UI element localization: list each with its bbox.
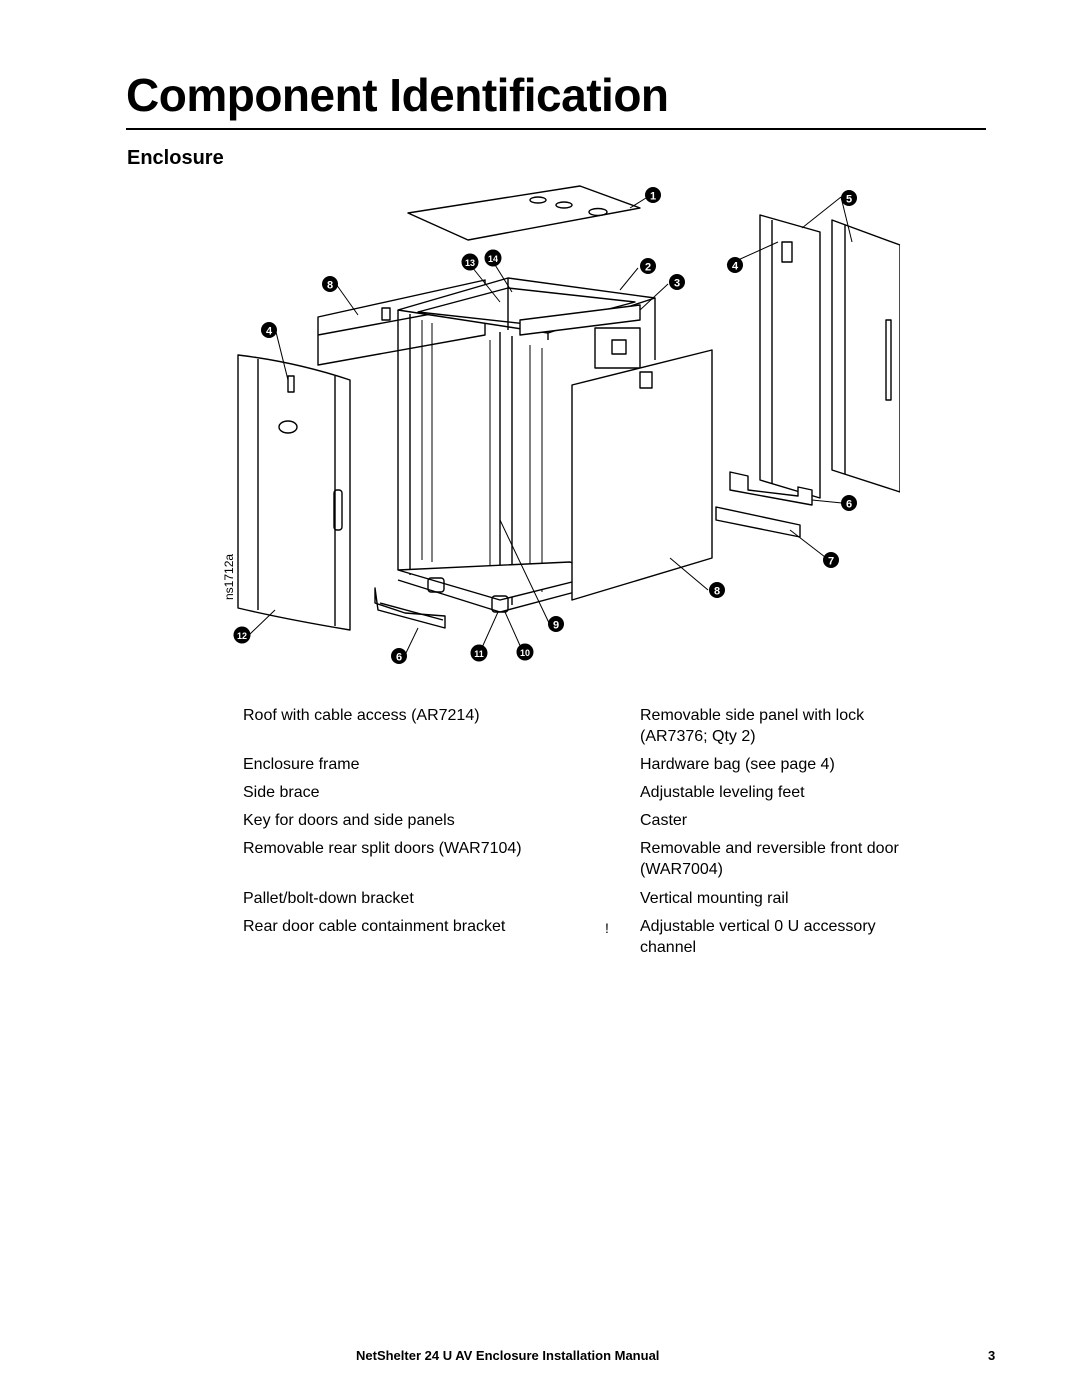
side-panel: [571, 349, 713, 601]
roof-panel: [407, 185, 641, 241]
legend-item-right-7: Adjustable vertical 0 U accessory channe…: [640, 918, 876, 956]
callout-5: 5: [841, 190, 857, 206]
page-title: Component Identification: [126, 69, 669, 121]
svg-text:6: 6: [846, 499, 852, 511]
svg-text:11: 11: [474, 649, 484, 659]
svg-text:4: 4: [266, 326, 273, 338]
cable-bracket: [729, 471, 813, 506]
enclosure-exploded-diagram: 1 2 3 13 14 8 4 4 5 6 7 8 9 12 6 11 10 n…: [222, 185, 900, 664]
svg-text:9: 9: [553, 620, 559, 632]
svg-text:5: 5: [846, 194, 852, 206]
callout-8-bottom: 8: [709, 582, 725, 598]
callout-markers: 1 2 3 13 14 8 4 4 5 6 7 8 9 12 6 11 10: [233, 187, 857, 664]
legend-item-right-2: Hardware bag (see page 4): [640, 756, 835, 773]
legend-item-left-7: Rear door cable containment bracket: [243, 918, 506, 935]
section-heading: Enclosure: [127, 147, 224, 169]
legend-item-left-6: Pallet/bolt-down bracket: [243, 890, 414, 907]
legend-item-left-3: Side brace: [243, 784, 320, 801]
footer-page-number: 3: [988, 1348, 996, 1363]
legend-item-left-4: Key for doors and side panels: [243, 812, 455, 829]
svg-text:6: 6: [396, 652, 402, 664]
callout-14: 14: [484, 249, 502, 267]
figure-code: ns1712a: [222, 554, 236, 600]
svg-text:7: 7: [828, 556, 834, 568]
svg-text:4: 4: [732, 261, 739, 273]
footer-manual-title: NetShelter 24 U AV Enclosure Installatio…: [356, 1348, 660, 1363]
svg-text:10: 10: [520, 648, 530, 658]
callout-2: 2: [640, 258, 656, 274]
callout-4-right: 4: [727, 257, 743, 273]
legend-item-right-3: Adjustable leveling feet: [640, 784, 805, 801]
callout-3: 3: [669, 274, 685, 290]
legend-item-right-6: Vertical mounting rail: [640, 890, 789, 907]
callout-11: 11: [470, 644, 488, 662]
svg-text:12: 12: [237, 631, 247, 641]
callout-7: 7: [823, 552, 839, 568]
side-panel-closed: [831, 219, 900, 493]
side-brace: [519, 304, 641, 336]
legend-item-left-2: Enclosure frame: [243, 756, 360, 773]
callout-4-left: 4: [261, 322, 277, 338]
svg-text:13: 13: [465, 258, 475, 268]
bolt-down-bracket: [374, 587, 446, 629]
svg-text:3: 3: [674, 278, 680, 290]
legend-item-left-1: Roof with cable access (AR7214): [243, 707, 480, 724]
callout-8-top: 8: [322, 276, 338, 292]
svg-text:8: 8: [327, 280, 333, 292]
callout-6-bottom: 6: [391, 648, 407, 664]
svg-text:8: 8: [714, 586, 720, 598]
callout-9: 9: [548, 616, 564, 632]
mounting-rail-piece: [715, 506, 801, 538]
svg-text:1: 1: [650, 191, 656, 203]
side-panel-open: [759, 214, 821, 499]
callout-13: 13: [461, 253, 479, 271]
callout-10: 10: [516, 643, 534, 661]
title-rule: [126, 128, 986, 130]
callout-12: 12: [233, 626, 251, 644]
legend-item-right-5: Removable and reversible front door (WAR…: [640, 840, 899, 878]
front-door: [237, 354, 351, 631]
legend-item-right-1: Removable side panel with lock (AR7376; …: [640, 707, 865, 745]
callout-1: 1: [645, 187, 661, 203]
stray-mark: !: [605, 920, 609, 936]
legend-item-right-4: Caster: [640, 812, 688, 829]
svg-text:14: 14: [488, 254, 498, 264]
callout-6-right: 6: [841, 495, 857, 511]
legend-item-left-5: Removable rear split doors (WAR7104): [243, 840, 522, 857]
svg-text:2: 2: [645, 262, 651, 274]
